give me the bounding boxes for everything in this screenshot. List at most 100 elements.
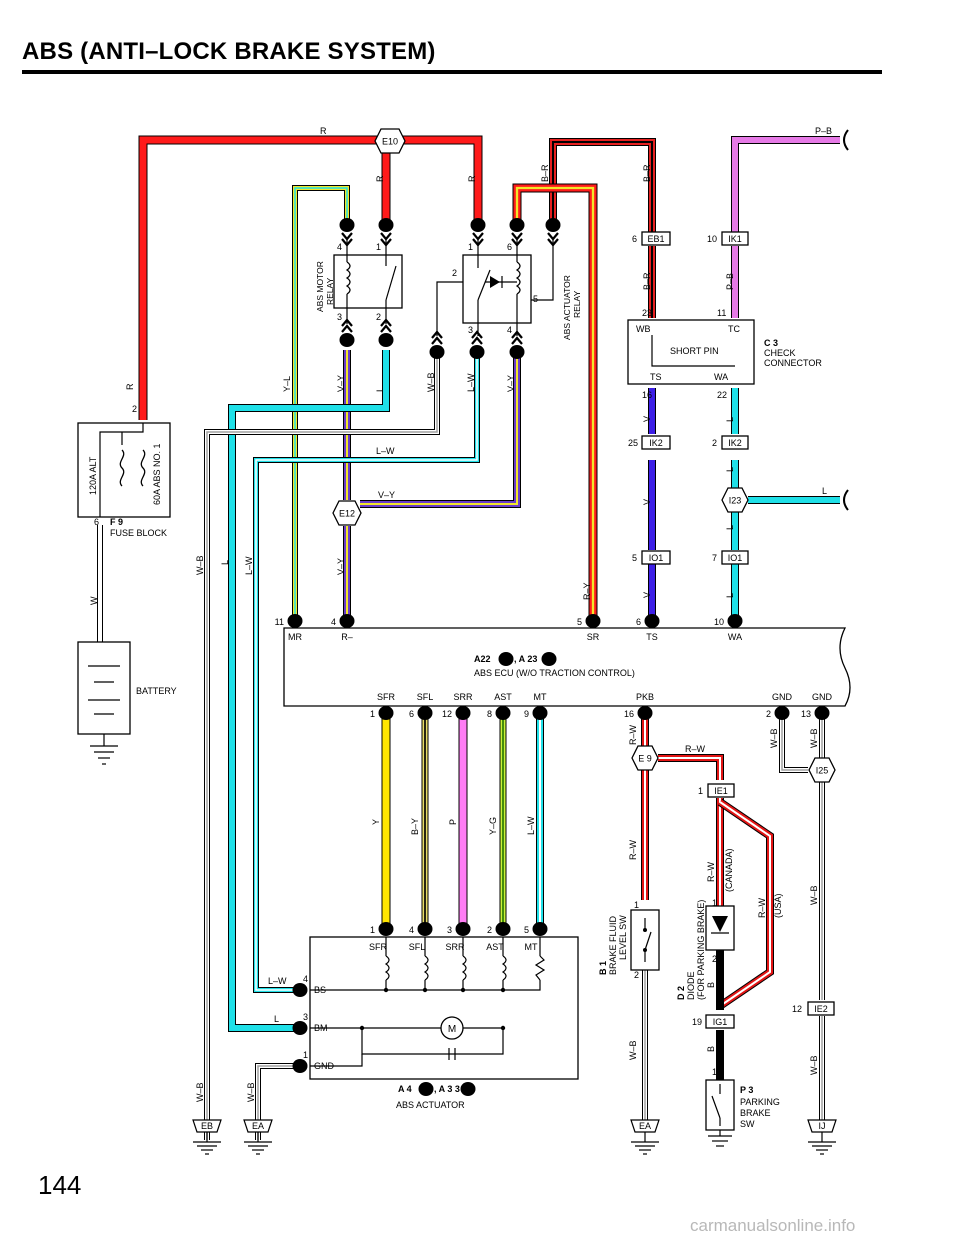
wire-vy-right: [360, 350, 521, 508]
pin-label: 12: [792, 1004, 802, 1014]
wire-label: R: [125, 383, 135, 390]
junction-dot: [359, 1025, 365, 1031]
arrow-bot-3: [471, 336, 483, 345]
check-name: CONNECTOR: [764, 358, 822, 368]
terminal-bot-3-label: 6: [474, 347, 479, 357]
connector-io1b-label: IO1: [728, 553, 743, 563]
terminal-top-0: [339, 218, 355, 232]
wire-label: R: [320, 126, 327, 136]
arrow-bot-3: [471, 330, 483, 339]
actuator-coil-3: [501, 955, 507, 981]
ecu-top-pin-num: 4: [331, 617, 336, 627]
wire-label: R–W: [685, 744, 706, 754]
ecu-term: SR: [587, 632, 600, 642]
check-pin: TC: [728, 324, 740, 334]
arrow-top-4: [547, 232, 559, 241]
actuator-solenoid: SFL: [409, 942, 426, 952]
terminal-bot-0: [339, 333, 355, 347]
wire-label: R–W: [628, 724, 638, 745]
parking-switch-name: PARKING: [740, 1097, 780, 1107]
wire-label: W–B: [426, 372, 436, 392]
actuator-side-pin-2: [292, 1059, 308, 1073]
relay-pin-number: 4: [507, 325, 512, 335]
arrow-top-3: [511, 232, 523, 241]
connector-ik2: [641, 435, 671, 450]
connector-io1b: [721, 550, 749, 565]
actuator-side-pin-1-label: A: [297, 1023, 303, 1033]
wire-label: W–B: [769, 728, 779, 748]
wire-wb-gnd1: [779, 718, 808, 773]
ecu-bottom-pin-0: [378, 706, 394, 720]
terminal-top-4-label: 6: [550, 220, 555, 230]
pin-label: 10: [707, 234, 717, 244]
connector-ie2: [807, 1001, 835, 1016]
wire-label: L: [725, 467, 735, 472]
wire-label: P–B: [815, 126, 832, 136]
diode-symbol: [712, 916, 728, 932]
wire-fill: [732, 137, 840, 232]
ecu-bottom-pin-5-label: B: [642, 708, 648, 718]
wire-label: V: [642, 499, 652, 505]
act-relay-lead-2: [436, 281, 463, 336]
wire-label: Y: [371, 819, 381, 825]
actuator-top-pin-1-label: B: [422, 924, 428, 934]
actuator-motor-label: M: [448, 1024, 456, 1035]
page-title: ABS (ANTI–LOCK BRAKE SYSTEM): [22, 38, 436, 65]
pin-label: 2: [132, 404, 137, 414]
parking-switch-name: BRAKE: [740, 1108, 771, 1118]
wire-lw: [253, 350, 480, 993]
actuator-code-letter-label: B: [423, 1084, 429, 1094]
ecu-bottom-pin-num: 13: [801, 709, 811, 719]
actuator-top-pin-3-label: B: [500, 924, 506, 934]
terminal-top-2-label: 6: [475, 220, 480, 230]
actuator-relay-name: RELAY: [572, 290, 582, 318]
actuator-term: BM: [314, 1023, 328, 1033]
wires: [97, 135, 840, 1140]
relay-pin-number: 1: [376, 242, 381, 252]
wire-yl: [292, 185, 350, 616]
actuator-side-pin-1: [292, 1021, 308, 1035]
wire-label: L–W: [466, 373, 476, 392]
wire-label: V–Y: [506, 375, 516, 392]
wire-outline: [512, 183, 598, 616]
pin-label: 5: [632, 553, 637, 563]
wire-label: R: [375, 175, 385, 182]
junction-dot: [460, 987, 466, 993]
ecu-term: MT: [534, 692, 547, 702]
wire-label: W–B: [809, 1055, 819, 1075]
battery-box: [77, 641, 131, 735]
wire-outline: [731, 136, 840, 232]
wire-label: L–W: [526, 816, 536, 835]
pin-label: 2: [712, 438, 717, 448]
wire-label: W–B: [809, 885, 819, 905]
wire-stripe: [658, 757, 721, 780]
ground-ea-2: [630, 1119, 660, 1133]
wire-label: V–Y: [336, 558, 346, 575]
pin-label: 16: [642, 390, 652, 400]
ecu-bottom-pin-4-label: A: [537, 708, 543, 718]
act-relay-contact: [477, 269, 491, 301]
wire-wb-eb: [204, 350, 440, 1140]
ecu-term: SFR: [377, 692, 396, 702]
level-switch-dot: [643, 928, 647, 932]
actuator-code-letter-label: A: [465, 1084, 471, 1094]
wire-label: B–Y: [410, 818, 420, 835]
diode-name: (FOR PARKING BRAKE): [696, 900, 706, 1000]
wire-label: W–B: [809, 728, 819, 748]
ecu-term: AST: [494, 692, 512, 702]
ecu-top-pin-0-label: A: [292, 616, 298, 626]
connector-ik2-label: IK2: [649, 438, 663, 448]
wire-fill: [293, 186, 349, 616]
wire-stripe: [294, 187, 348, 616]
wire-label: L–W: [244, 556, 254, 575]
short-pin-line: [651, 335, 735, 367]
title-rule: [22, 70, 882, 74]
pin-label: 2: [634, 970, 639, 980]
actuator-top-pin-num: 1: [370, 925, 375, 935]
wire-stripe: [552, 141, 653, 232]
ecu-bottom-pin-6: [774, 706, 790, 720]
relay-pin-number: 2: [376, 312, 381, 322]
check-inner: SHORT PIN: [670, 346, 719, 356]
ecu-top-pin-num: 6: [636, 617, 641, 627]
